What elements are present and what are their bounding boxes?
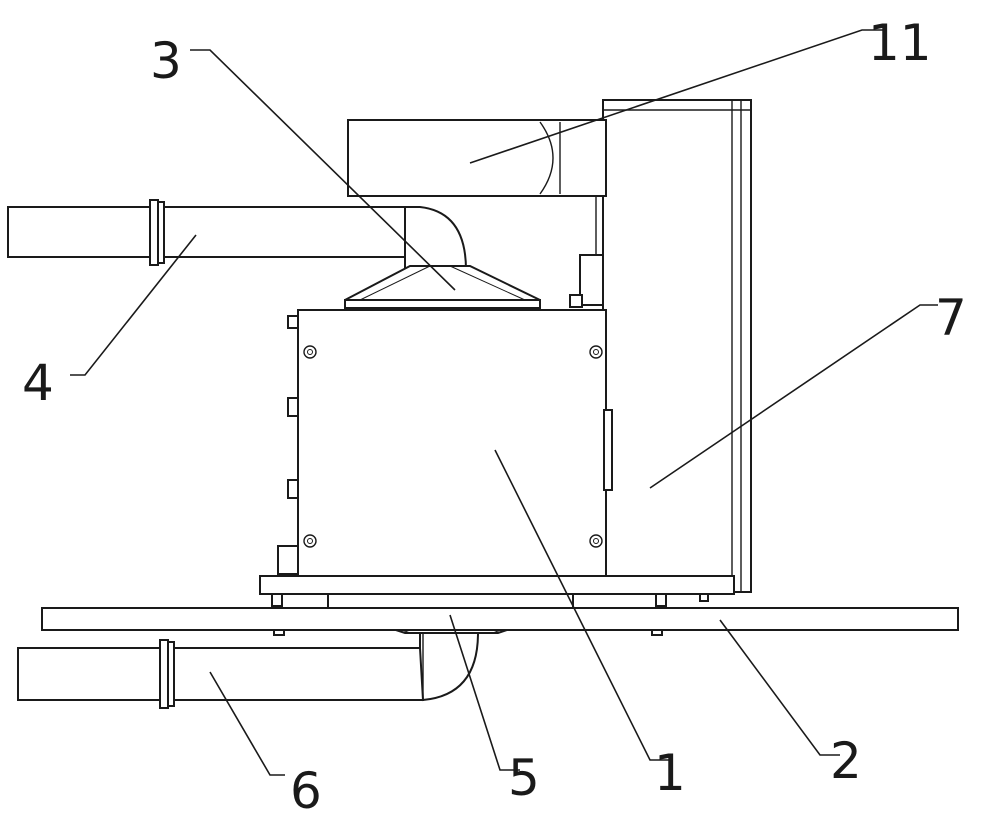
label-7: 7: [935, 289, 967, 347]
mounting-plate: [41, 607, 959, 636]
label-6: 6: [290, 762, 322, 819]
part-labels: 3 11 4 7 1 2 5 6: [22, 14, 967, 819]
upper-inlet-pipe: [7, 199, 468, 271]
leader-6: [209, 671, 285, 776]
lower-outlet-pipe: [17, 632, 480, 709]
top-motor-box: [347, 119, 607, 197]
main-body-box: [277, 309, 613, 579]
leader-5: [449, 614, 520, 771]
label-1: 1: [654, 744, 686, 802]
leader-lines: [70, 29, 938, 776]
upper-pipe-flange: [149, 199, 165, 266]
leader-4: [70, 234, 197, 376]
rear-bracket: [569, 196, 604, 308]
label-4: 4: [22, 354, 54, 412]
label-2: 2: [830, 732, 862, 790]
leader-11: [469, 29, 885, 164]
label-11: 11: [868, 14, 932, 72]
leader-1: [494, 449, 670, 761]
leader-2: [719, 619, 840, 756]
upper-cone-hopper: [344, 265, 541, 309]
body-bolt: [303, 345, 603, 548]
leader-7: [649, 304, 938, 489]
leader-3: [190, 49, 456, 291]
label-5: 5: [508, 749, 540, 807]
lower-pipe-flange: [159, 639, 175, 709]
side-housing: [602, 99, 752, 593]
label-3: 3: [150, 32, 182, 90]
